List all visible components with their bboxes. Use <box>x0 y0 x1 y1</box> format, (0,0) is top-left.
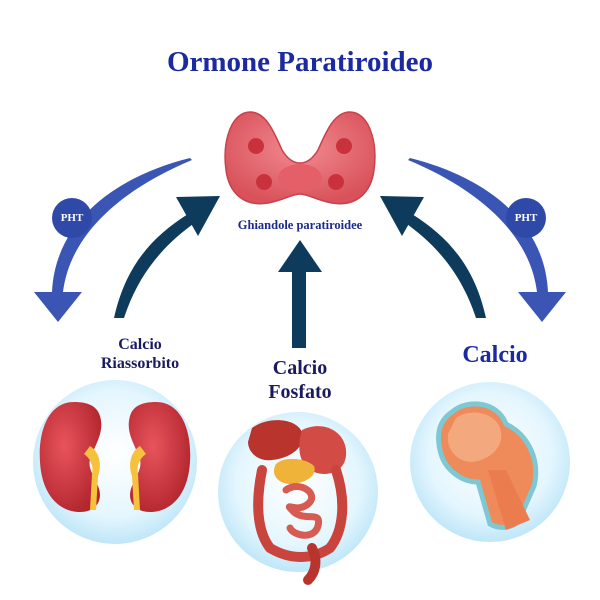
intestine-calcium-label: Calcio Fosfato <box>220 356 380 404</box>
kidney-label-line2: Riassorbito <box>100 355 180 372</box>
feedback-arrow-right <box>380 196 486 318</box>
intestine-label-line1: Calcio <box>272 357 328 379</box>
kidney-calcium-label: Calcio Riassorbito <box>70 335 210 373</box>
bone-illustration <box>410 382 570 542</box>
bone-calcium-label: Calcio <box>462 342 528 368</box>
parathyroid-nodule <box>328 174 344 190</box>
parathyroid-gland-illustration <box>224 111 376 205</box>
diagram-title: Ormone Paratiroideo <box>166 46 434 78</box>
feedback-arrow-center <box>278 240 322 348</box>
pht-badge-left: PHT <box>52 198 92 238</box>
digestive-system-illustration <box>218 412 378 585</box>
parathyroid-gland-label: Ghiandole paratiroidee <box>237 218 363 232</box>
feedback-arrow-left <box>114 196 220 318</box>
kidney-label-line1: Calcio <box>118 336 162 353</box>
parathyroid-nodule <box>248 138 264 154</box>
kidneys-illustration <box>33 380 197 544</box>
parathyroid-nodule <box>336 138 352 154</box>
parathyroid-nodule <box>256 174 272 190</box>
pht-badge-right: PHT <box>506 198 546 238</box>
intestine-label-line2: Fosfato <box>268 381 332 403</box>
